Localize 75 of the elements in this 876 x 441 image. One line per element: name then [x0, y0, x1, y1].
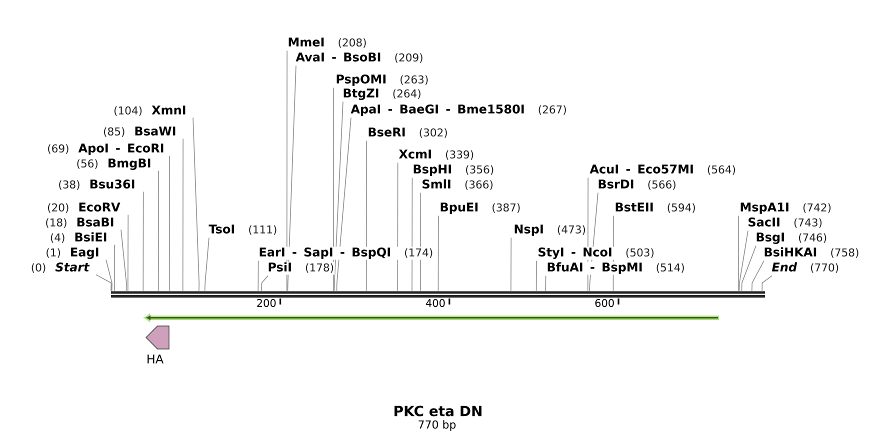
- leader-line: [182, 138, 184, 292]
- leader-line: [204, 237, 210, 292]
- leader-line: [510, 237, 512, 292]
- tick-label: 400: [426, 299, 445, 307]
- leader-line: [334, 101, 344, 292]
- site-label: XcmI (339): [398, 150, 474, 160]
- leader-line: [336, 117, 352, 292]
- site-label: (0) Start: [32, 262, 90, 273]
- leader-line: [287, 65, 296, 292]
- leader-line: [738, 215, 739, 292]
- leader-line: [106, 259, 112, 292]
- leader-line: [589, 192, 598, 292]
- site-label: PsiI (178): [268, 262, 334, 273]
- leader-line: [587, 177, 588, 292]
- site-label: BstEII (594): [616, 202, 695, 213]
- site-label: BsgI (746): [756, 232, 826, 244]
- leader-line: [545, 275, 546, 292]
- site-label: (18) BsaBI: [46, 218, 114, 228]
- tick-label: 200: [257, 299, 276, 307]
- site-label: (38) Bsu36I: [59, 179, 134, 190]
- site-label: SmlI (366): [422, 179, 493, 190]
- site-label: (56) BmgBI: [77, 158, 150, 170]
- title: PKC eta DN: [394, 406, 482, 416]
- site-label: AvaI - BsoBI (209): [296, 52, 422, 63]
- sequence-length: 770 bp: [418, 420, 456, 431]
- site-label: SacII (743): [748, 217, 822, 228]
- site-label: (69) ApoI - EcoRI: [48, 144, 164, 155]
- leader-line: [96, 274, 112, 292]
- leader-line: [168, 155, 170, 292]
- site-label: ApaI - BaeGI - Bme1580I (267): [350, 104, 566, 116]
- site-label: End (770): [772, 262, 838, 273]
- leader-line: [420, 192, 422, 292]
- leader-line: [438, 215, 439, 292]
- leader-line: [752, 260, 764, 292]
- site-label: BpuEI (387): [440, 202, 520, 214]
- site-label: EarI - SapI - BspQI (174): [260, 247, 432, 259]
- site-label: BfuAI - BspMI (514): [548, 262, 684, 274]
- site-label: NspI (473): [514, 224, 586, 236]
- leader-line: [397, 162, 398, 292]
- leader-line: [741, 245, 756, 292]
- site-label: (20) EcoRV: [48, 202, 120, 213]
- site-label: StyI - NcoI (503): [538, 247, 654, 259]
- tick-label: 600: [595, 299, 614, 307]
- leader-line: [261, 275, 268, 292]
- site-label: (1) EagI: [46, 248, 98, 259]
- leader-line: [128, 214, 129, 292]
- leader-line: [366, 140, 367, 292]
- site-label: MspA1I (742): [740, 202, 831, 214]
- leader-line: [142, 191, 144, 292]
- sequence-bar: [110, 291, 766, 298]
- leader-line: [192, 117, 200, 292]
- site-label: (104) XmnI: [114, 106, 186, 116]
- site-label: BsiHKAI (758): [764, 247, 858, 258]
- site-label: (85) BsaWI: [104, 126, 176, 137]
- leader-line: [612, 215, 614, 292]
- leader-line: [762, 275, 772, 292]
- site-label: PspOMI (263): [336, 74, 428, 86]
- site-label: BspHI (356): [414, 164, 494, 176]
- site-label: TsoI (111): [208, 224, 276, 235]
- leader-line: [258, 260, 259, 292]
- leader-line: [536, 260, 537, 292]
- leader-line: [738, 230, 748, 292]
- site-label: MmeI (208): [288, 38, 366, 48]
- leader-line: [412, 177, 413, 292]
- leader-line: [120, 229, 127, 292]
- site-label: BsrDI (566): [598, 180, 676, 190]
- site-label: BseRI (302): [368, 128, 447, 138]
- leader-line: [332, 87, 334, 292]
- site-label: AcuI - Eco57MI (564): [590, 164, 736, 175]
- feature-label: HA: [148, 354, 164, 364]
- leader-line: [158, 170, 159, 292]
- site-label: (4) BsiEI: [50, 232, 106, 243]
- leader-line: [286, 50, 288, 292]
- site-label: BtgZI (264): [344, 88, 420, 100]
- leader-line: [114, 244, 115, 292]
